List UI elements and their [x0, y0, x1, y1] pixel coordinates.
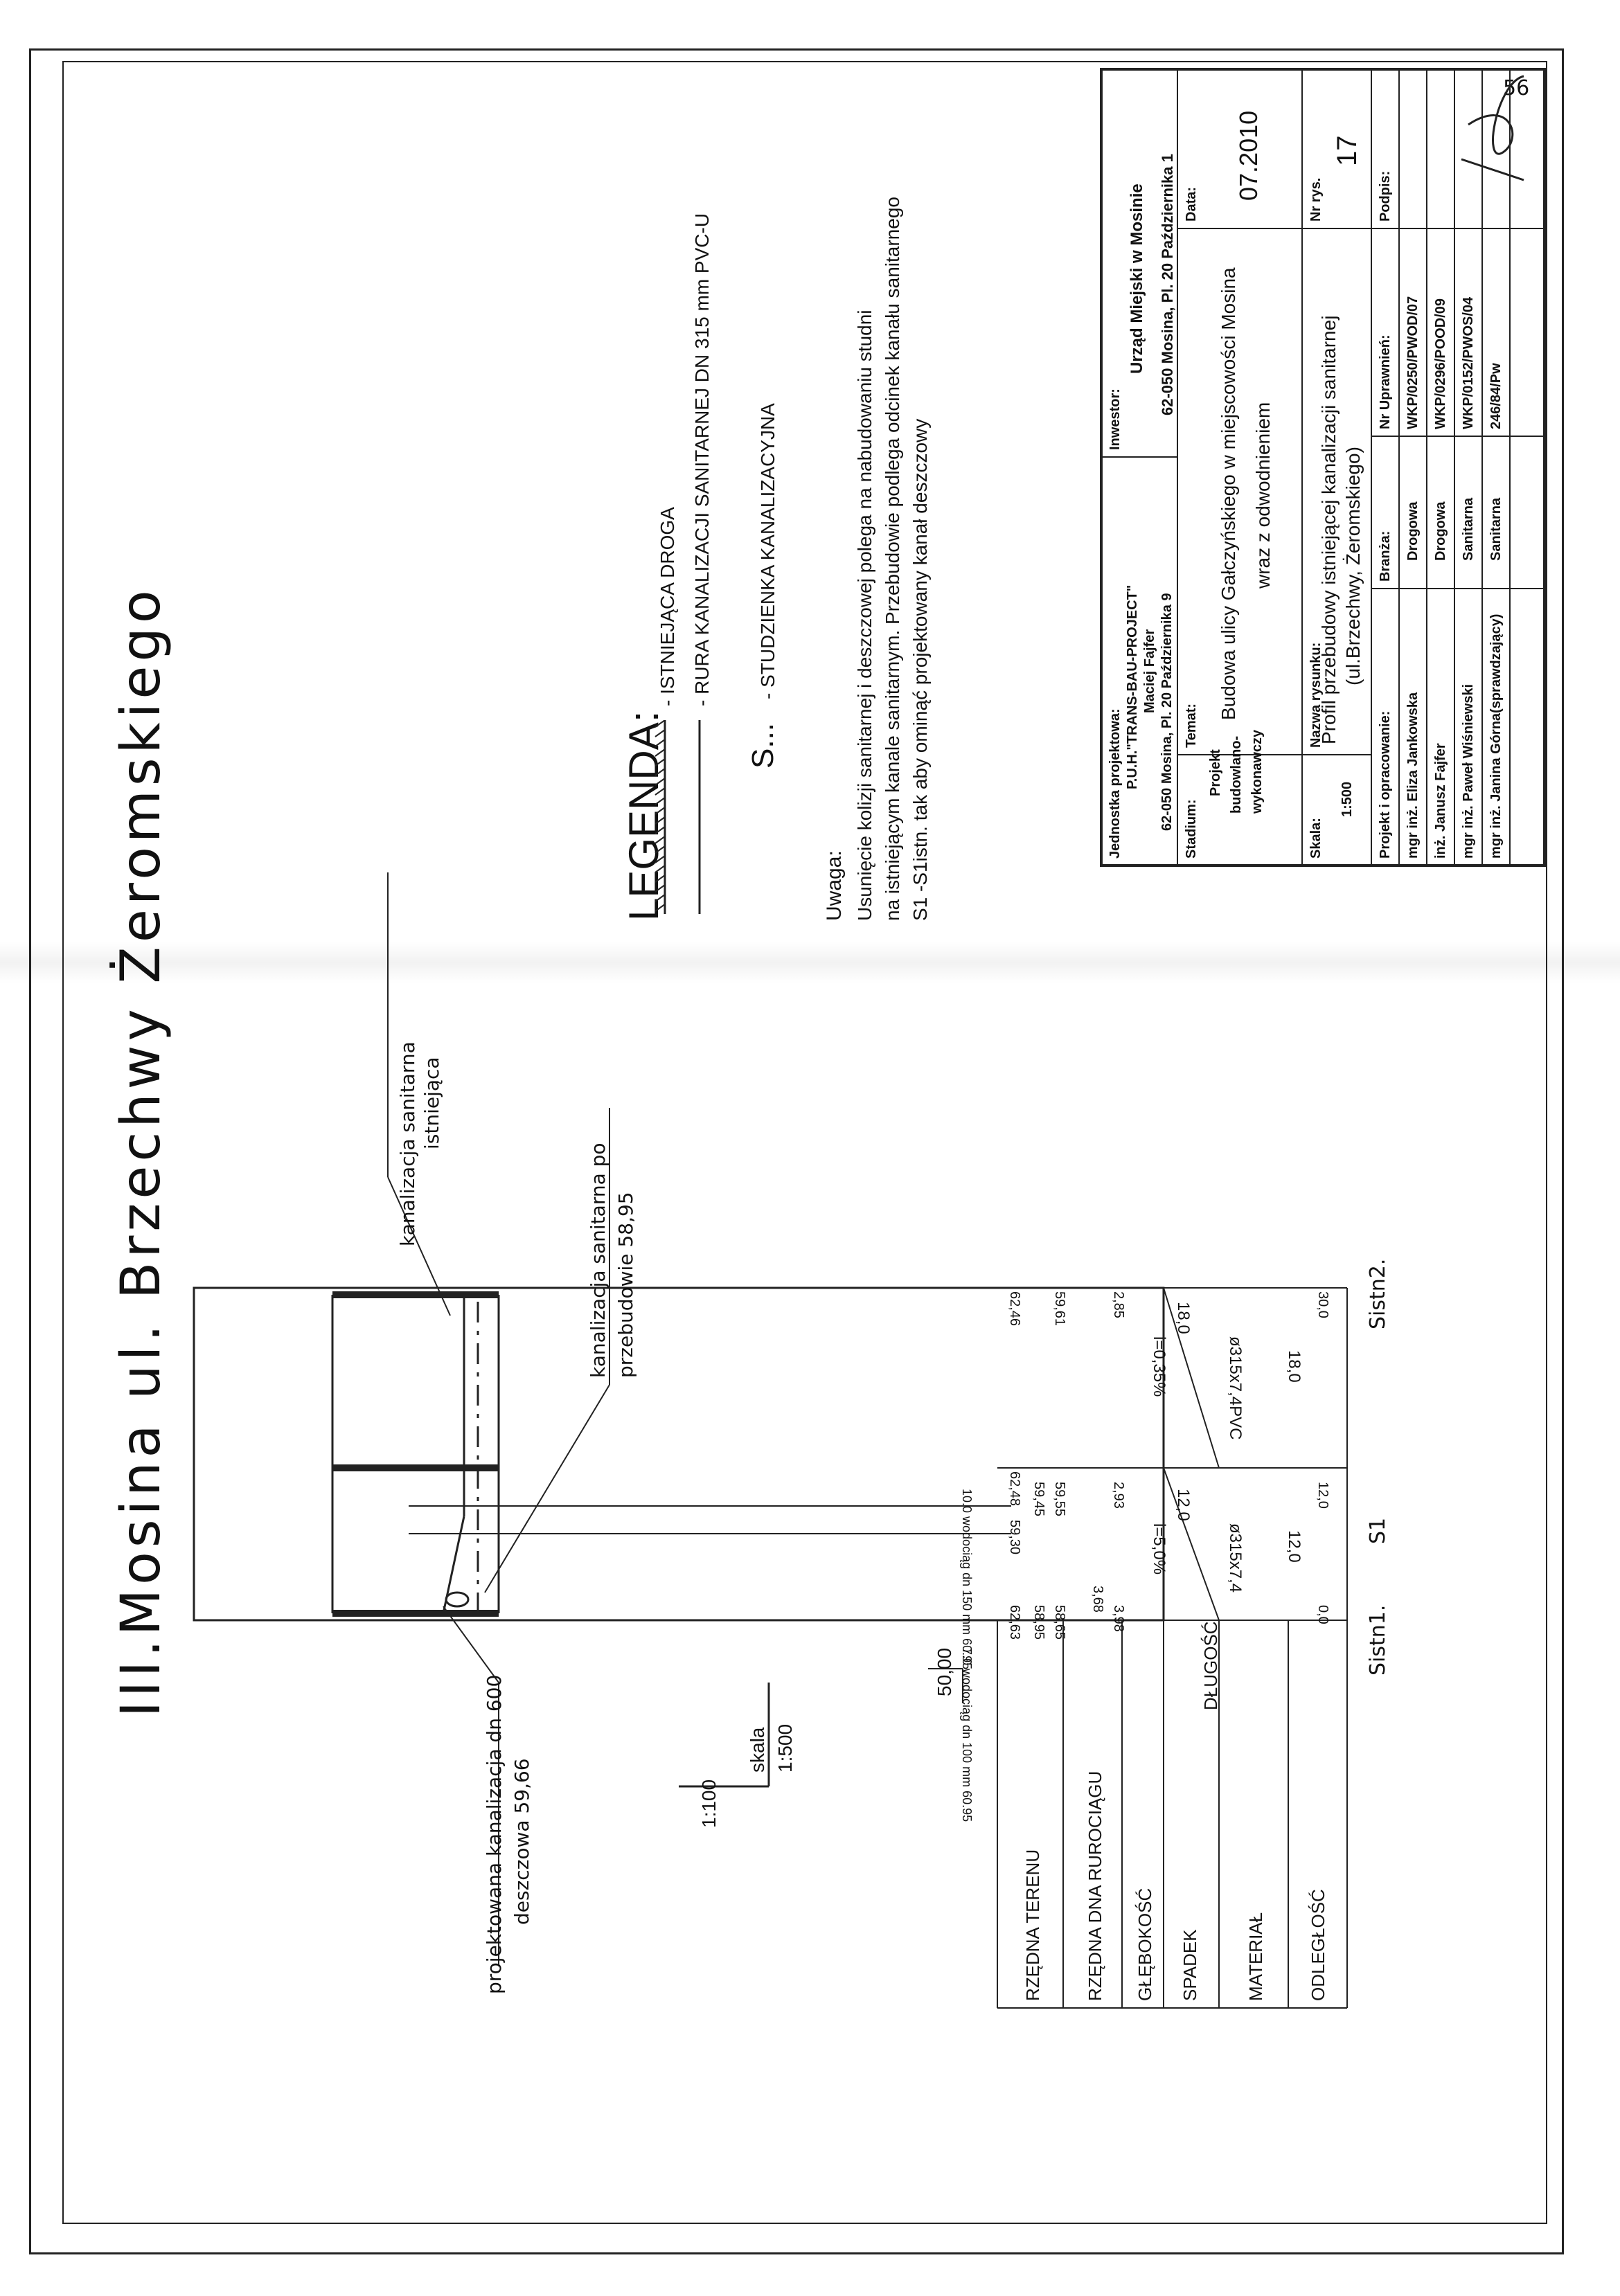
stage-line: budowlano- — [1229, 735, 1244, 814]
inner-frame — [62, 61, 1547, 2224]
profile-frame — [193, 1286, 1165, 1622]
designer-line: Maciej Fajfer — [1142, 629, 1157, 713]
paper-fold — [0, 942, 1620, 983]
scale-block-label: Skala: — [1308, 818, 1324, 859]
hatch-mark — [655, 826, 666, 834]
hatch-mark — [655, 884, 666, 893]
hatch-mark — [655, 797, 666, 805]
drawing-no-value: 17 — [1332, 135, 1362, 167]
hatch-mark — [655, 816, 666, 825]
hatch-mark — [655, 739, 666, 747]
investor-line: 62-050 Mosina, Pl. 20 Października 1 — [1159, 154, 1176, 415]
hatch-mark — [655, 836, 666, 844]
stage-line: wykonawczy — [1249, 729, 1265, 814]
date-label: Data: — [1184, 186, 1199, 222]
person-name: mgr inż. Janina Górna(sprawdzający) — [1488, 613, 1504, 859]
designer-line: 62-050 Mosina, Pl. 20 Października 9 — [1159, 593, 1175, 832]
subject-line: wraz z odwodnieniem — [1252, 402, 1274, 589]
hatch-mark — [655, 729, 666, 737]
pipe-line-icon — [698, 720, 701, 914]
subject-label: Temat: — [1184, 703, 1199, 748]
hatch-mark — [655, 875, 666, 883]
drawing-name-line: (ul.Brzechwy, Żeromskiego) — [1342, 447, 1364, 685]
hatch-mark — [655, 720, 666, 728]
person-license: WKP/0250/PWOD/07 — [1405, 296, 1421, 429]
hatch-mark — [655, 894, 666, 902]
person-name: mgr inż. Eliza Jankowska — [1405, 692, 1421, 859]
person-branch: Sanitarna — [1488, 497, 1504, 561]
date-value: 07.2010 — [1234, 110, 1263, 201]
column-header: Projekt i opracowanie: — [1378, 710, 1393, 859]
hatch-mark — [655, 845, 666, 854]
hatch-mark — [655, 904, 666, 912]
person-license: 246/84/Pw — [1488, 363, 1504, 429]
drawing-no-label: Nr rys. — [1308, 177, 1324, 222]
person-license: WKP/0296/POOD/09 — [1433, 298, 1448, 429]
person-name: mgr inż. Paweł Wiśniewski — [1461, 683, 1476, 859]
hatch-mark — [655, 855, 666, 863]
hatch-mark — [655, 865, 666, 873]
person-license: WKP/0152/PWOS/04 — [1461, 296, 1476, 429]
person-branch: Drogowa — [1433, 501, 1448, 561]
person-branch: Drogowa — [1405, 501, 1421, 561]
column-header: Branża: — [1378, 530, 1393, 582]
investor-label: Inwestor: — [1107, 388, 1123, 450]
investor-line: Urząd Miejski w Mosinie — [1128, 183, 1146, 374]
designer-line: P.U.H."TRANS-BAU-PROJECT" — [1125, 584, 1140, 789]
hatch-mark — [655, 807, 666, 815]
person-name: inż. Janusz Fajfer — [1433, 743, 1448, 859]
stage-line: Projekt — [1208, 749, 1223, 796]
hatch-mark — [655, 768, 666, 776]
road-hatch-icon — [655, 720, 666, 914]
hatch-mark — [655, 787, 666, 796]
drawing-name-line: Profil przebudowy istniejącej kanalizacj… — [1318, 315, 1339, 744]
person-branch: Sanitarna — [1461, 497, 1476, 561]
scale-block-value: 1:500 — [1339, 781, 1355, 817]
column-header: Podpis: — [1378, 170, 1393, 222]
hatch-mark — [655, 758, 666, 766]
column-header: Nr Uprawnień: — [1378, 334, 1393, 429]
sheet-frame — [29, 48, 1564, 2254]
hatch-mark — [655, 778, 666, 786]
stage-label: Stadium: — [1184, 799, 1199, 859]
hatch-mark — [655, 748, 666, 757]
designer-label: Jednostka projektowa: — [1107, 708, 1123, 859]
subject-line: Budowa ulicy Gałczyńskiego w miejscowośc… — [1218, 267, 1239, 720]
